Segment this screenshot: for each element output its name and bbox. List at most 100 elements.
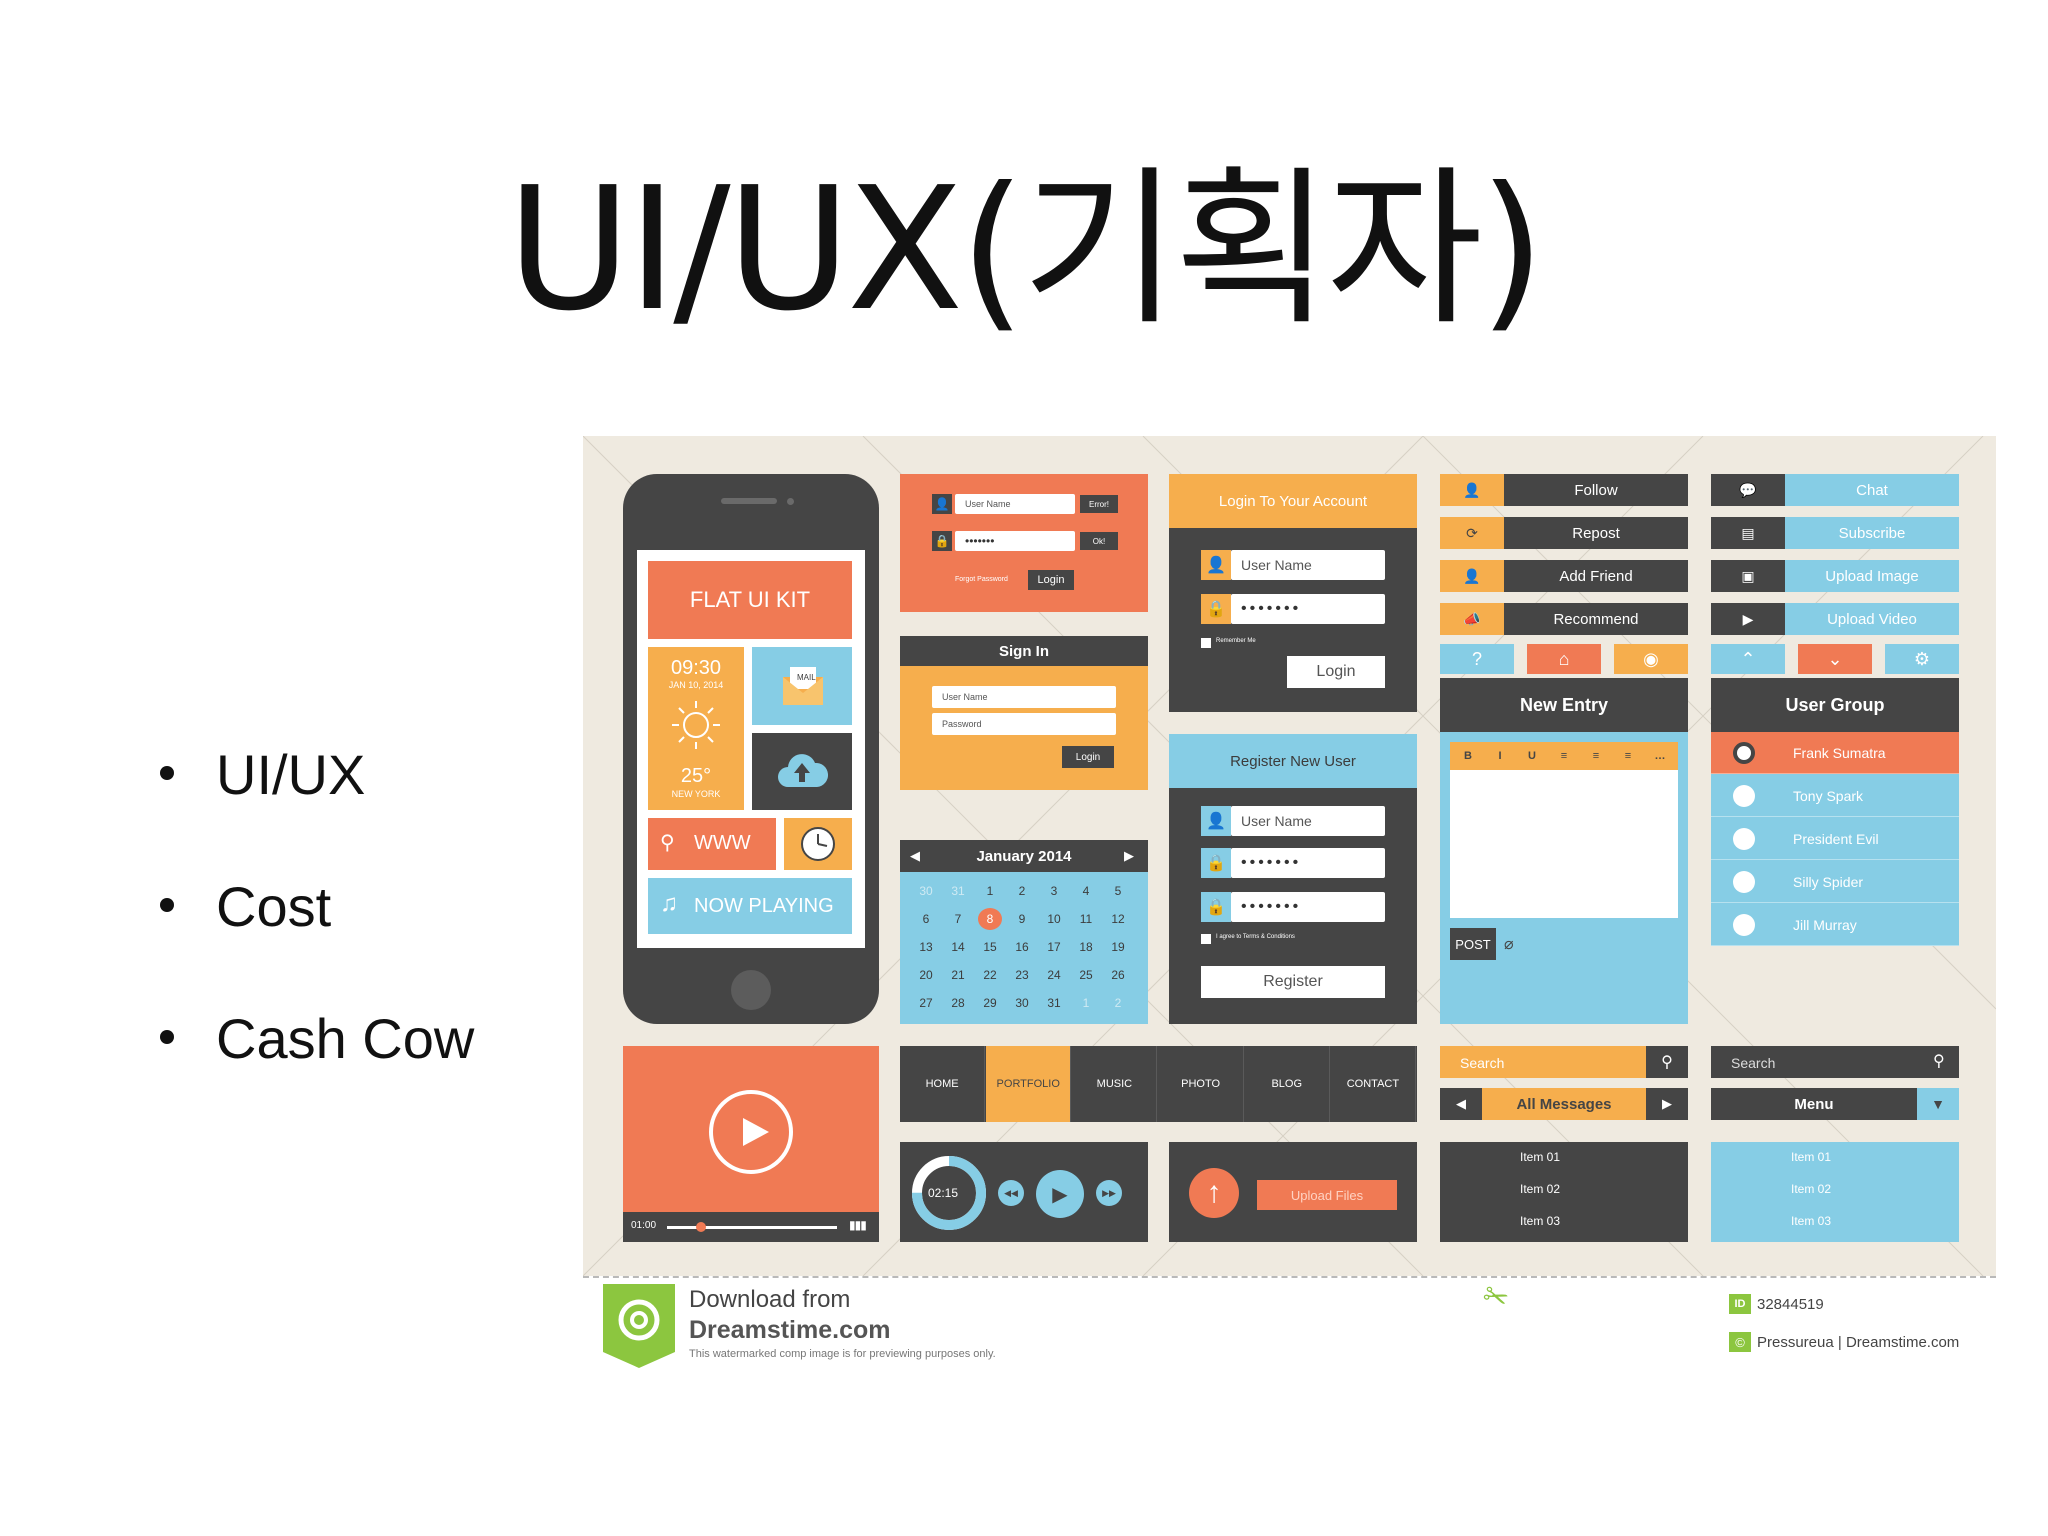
calendar-day[interactable]: 2 <box>1114 996 1122 1010</box>
user-list-item[interactable]: Tony Spark <box>1711 775 1959 817</box>
user-list-item[interactable]: Frank Sumatra <box>1711 732 1959 774</box>
calendar-day[interactable]: 29 <box>983 996 997 1010</box>
mail-tile[interactable]: MAIL <box>752 647 852 725</box>
align-right-icon[interactable]: ≡ <box>1624 750 1632 762</box>
calendar-day[interactable]: 6 <box>922 912 930 926</box>
home-icon[interactable]: ⌂ <box>1527 644 1601 674</box>
calendar-day[interactable]: 11 <box>1079 912 1093 926</box>
search-icon[interactable]: ⚲ <box>1646 1046 1688 1078</box>
upload-arrow-icon[interactable]: ↑ <box>1189 1168 1239 1218</box>
now-playing-tile[interactable]: ♫ NOW PLAYING <box>648 878 852 934</box>
next-icon[interactable]: ▶ <box>1646 1088 1688 1120</box>
calendar-day[interactable]: 19 <box>1111 940 1125 954</box>
www-tile[interactable]: ⚲ WWW <box>648 818 776 870</box>
social-button[interactable]: 👤Add Friend <box>1440 560 1688 592</box>
play-circle-icon[interactable] <box>707 1088 795 1176</box>
nav-item-photo[interactable]: PHOTO <box>1158 1046 1244 1122</box>
chevron-down-icon[interactable]: ▼ <box>1917 1088 1959 1120</box>
social-button[interactable]: ▣Upload Image <box>1711 560 1959 592</box>
volume-icon[interactable]: ▮▮▮ <box>849 1218 867 1232</box>
calendar-day[interactable]: 22 <box>983 968 997 982</box>
social-button[interactable]: ▶Upload Video <box>1711 603 1959 635</box>
remember-checkbox[interactable] <box>1201 638 1211 648</box>
calendar-day[interactable]: 5 <box>1114 884 1122 898</box>
signin-login-button[interactable]: Login <box>1062 746 1114 768</box>
menu-item[interactable]: Item 01 <box>1791 1150 1832 1164</box>
register-confirm-field[interactable]: ••••••• <box>1231 892 1385 922</box>
social-button[interactable]: ⟳Repost <box>1440 517 1688 549</box>
account-login-button[interactable]: Login <box>1287 656 1385 688</box>
cloud-tile[interactable] <box>752 733 852 810</box>
home-button[interactable] <box>731 970 771 1010</box>
social-button[interactable]: 📣Recommend <box>1440 603 1688 635</box>
radio-button[interactable] <box>1733 914 1755 936</box>
calendar-day[interactable]: 31 <box>951 884 965 898</box>
calendar-day[interactable]: 1 <box>1082 996 1090 1010</box>
user-list-item[interactable]: President Evil <box>1711 818 1959 860</box>
username-field[interactable]: User Name <box>955 494 1075 514</box>
calendar-day[interactable]: 26 <box>1111 968 1125 982</box>
calendar-next-icon[interactable]: ▶ <box>1124 848 1134 863</box>
chevron-up-icon[interactable]: ⌃ <box>1711 644 1785 674</box>
search-input[interactable]: Search <box>1731 1055 1776 1071</box>
nav-item-home[interactable]: HOME <box>900 1046 986 1122</box>
register-button[interactable]: Register <box>1201 966 1385 998</box>
calendar-prev-icon[interactable]: ◀ <box>910 848 920 863</box>
nav-item-blog[interactable]: BLOG <box>1244 1046 1330 1122</box>
calendar-day[interactable]: 18 <box>1079 940 1093 954</box>
calendar-day-selected[interactable]: 8 <box>978 908 1002 930</box>
more-icon[interactable]: … <box>1654 750 1666 762</box>
nav-item-music[interactable]: MUSIC <box>1072 1046 1158 1122</box>
account-password-field[interactable]: ••••••• <box>1231 594 1385 624</box>
radio-button[interactable] <box>1733 785 1755 807</box>
calendar-day[interactable]: 27 <box>919 996 933 1010</box>
forgot-password-link[interactable]: Forgot Password <box>955 576 1008 583</box>
upload-files-button[interactable]: Upload Files <box>1257 1180 1397 1210</box>
user-list-item[interactable]: Jill Murray <box>1711 904 1959 946</box>
eye-icon[interactable]: ◉ <box>1614 644 1688 674</box>
messages-dropdown[interactable]: ◀ All Messages ▶ <box>1440 1088 1688 1120</box>
register-username-field[interactable]: User Name <box>1231 806 1385 836</box>
video-progress-knob[interactable] <box>696 1222 706 1232</box>
calendar-day[interactable]: 30 <box>1015 996 1029 1010</box>
nav-item-portfolio[interactable]: PORTFOLIO <box>986 1046 1072 1122</box>
calendar-day[interactable]: 20 <box>919 968 933 982</box>
calendar-day[interactable]: 9 <box>1018 912 1026 926</box>
search-input[interactable]: Search <box>1460 1055 1505 1071</box>
calendar-day[interactable]: 4 <box>1082 884 1090 898</box>
underline-icon[interactable]: U <box>1528 750 1536 762</box>
calendar-day[interactable]: 30 <box>919 884 933 898</box>
calendar-day[interactable]: 31 <box>1047 996 1061 1010</box>
calendar-day[interactable]: 15 <box>983 940 997 954</box>
social-button[interactable]: 💬Chat <box>1711 474 1959 506</box>
calendar-day[interactable]: 28 <box>951 996 965 1010</box>
calendar-day[interactable]: 23 <box>1015 968 1029 982</box>
user-list-item[interactable]: Silly Spider <box>1711 861 1959 903</box>
bold-icon[interactable]: B <box>1464 750 1472 762</box>
calendar-day[interactable]: 12 <box>1111 912 1125 926</box>
align-left-icon[interactable]: ≡ <box>1560 750 1568 762</box>
help-icon[interactable]: ? <box>1440 644 1514 674</box>
message-item[interactable]: Item 03 <box>1520 1214 1561 1228</box>
rewind-icon[interactable]: ◀◀ <box>998 1180 1024 1206</box>
login-small-button[interactable]: Login <box>1028 570 1074 590</box>
italic-icon[interactable]: I <box>1498 750 1502 762</box>
radio-button[interactable] <box>1733 742 1755 764</box>
prev-icon[interactable]: ◀ <box>1440 1088 1482 1120</box>
calendar-day[interactable]: 1 <box>986 884 994 898</box>
calendar-day[interactable]: 16 <box>1015 940 1029 954</box>
social-button[interactable]: 👤Follow <box>1440 474 1688 506</box>
chevron-down-icon[interactable]: ⌄ <box>1798 644 1872 674</box>
message-item[interactable]: Item 02 <box>1520 1182 1561 1196</box>
menu-dropdown[interactable]: Menu ▼ <box>1711 1088 1959 1120</box>
password-field[interactable]: ••••••• <box>955 531 1075 551</box>
account-username-field[interactable]: User Name <box>1231 550 1385 580</box>
calendar-day[interactable]: 25 <box>1079 968 1093 982</box>
menu-item[interactable]: Item 03 <box>1791 1214 1832 1228</box>
signin-username-field[interactable]: User Name <box>932 686 1116 708</box>
menu-item[interactable]: Item 02 <box>1791 1182 1832 1196</box>
calendar-day[interactable]: 7 <box>954 912 962 926</box>
signin-password-field[interactable]: Password <box>932 713 1116 735</box>
editor-textarea[interactable] <box>1450 770 1678 918</box>
nav-item-contact[interactable]: CONTACT <box>1330 1046 1416 1122</box>
